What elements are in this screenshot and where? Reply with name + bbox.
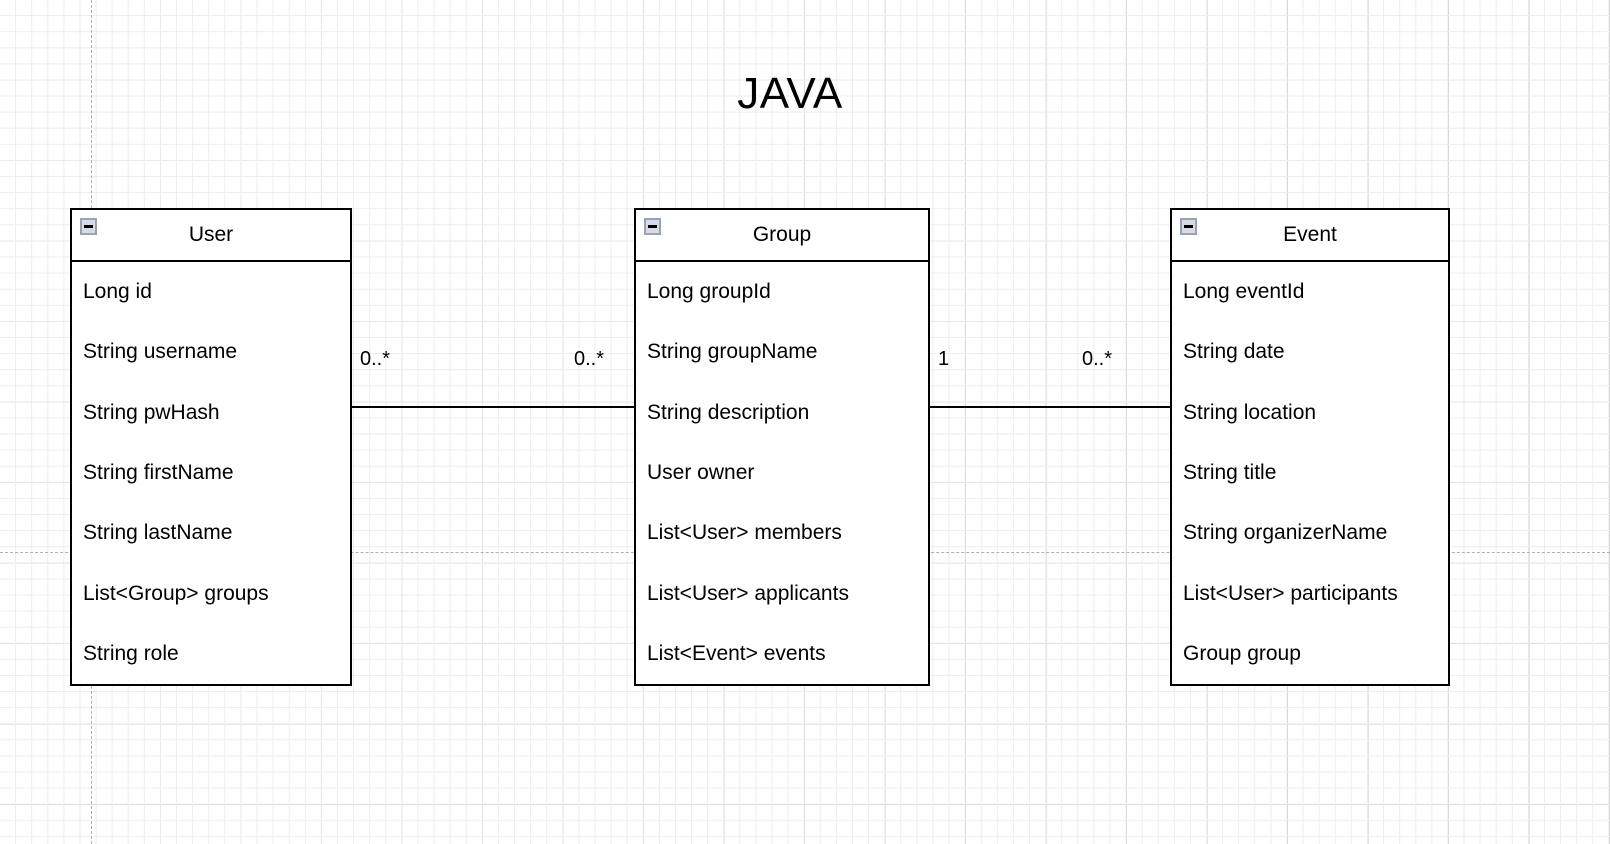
- uml-attribute: Long groupId: [647, 280, 771, 304]
- multiplicity-user-side: 0..*: [360, 348, 391, 370]
- uml-class-name-event: Event: [1283, 223, 1337, 246]
- uml-attribute: Group group: [1183, 641, 1301, 665]
- uml-attribute: String firstName: [83, 460, 234, 484]
- uml-attribute: List<Event> events: [647, 641, 826, 665]
- uml-attribute: Long eventId: [1183, 280, 1305, 304]
- uml-attribute: String pwHash: [83, 400, 220, 424]
- association-line-user-group[interactable]: [352, 406, 634, 408]
- uml-class-name-group: Group: [752, 223, 812, 246]
- multiplicity-event-side: 0..*: [1082, 348, 1113, 370]
- uml-attribute: String title: [1183, 460, 1277, 484]
- uml-attribute: String location: [1183, 400, 1317, 424]
- uml-attribute: String organizerName: [1183, 521, 1388, 545]
- uml-class-user[interactable]: User Long id String username String pwHa…: [70, 208, 352, 686]
- uml-attribute: String description: [647, 400, 810, 424]
- uml-attribute: List<Group> groups: [83, 581, 269, 605]
- multiplicity-group-side-right: 1: [938, 348, 950, 370]
- association-line-group-event[interactable]: [930, 406, 1170, 408]
- diagram-title: JAVA: [737, 69, 843, 118]
- multiplicity-group-side-left: 0..*: [574, 348, 605, 370]
- minus-bar: [1184, 225, 1193, 228]
- uml-class-name-user: User: [188, 223, 234, 246]
- collapse-minus-icon[interactable]: [1180, 218, 1197, 235]
- uml-attribute: List<User> applicants: [647, 581, 849, 605]
- uml-attribute-list-event: Long eventId String date String location…: [1172, 262, 1448, 684]
- collapse-minus-icon[interactable]: [644, 218, 661, 235]
- uml-attribute-list-group: Long groupId String groupName String des…: [636, 262, 928, 684]
- uml-attribute: User owner: [647, 460, 755, 484]
- uml-attribute-list-user: Long id String username String pwHash St…: [72, 262, 350, 684]
- uml-class-header-group: Group: [636, 210, 928, 262]
- uml-class-group[interactable]: Group Long groupId String groupName Stri…: [634, 208, 930, 686]
- uml-attribute: Long id: [83, 280, 152, 304]
- collapse-minus-icon[interactable]: [80, 218, 97, 235]
- minus-bar: [84, 225, 93, 228]
- uml-attribute: String date: [1183, 340, 1285, 364]
- uml-attribute: String lastName: [83, 521, 233, 545]
- uml-class-header-user: User: [72, 210, 350, 262]
- uml-class-event[interactable]: Event Long eventId String date String lo…: [1170, 208, 1450, 686]
- uml-attribute: String groupName: [647, 340, 818, 364]
- uml-attribute: String username: [83, 340, 238, 364]
- uml-attribute: List<User> participants: [1183, 581, 1398, 605]
- uml-class-header-event: Event: [1172, 210, 1448, 262]
- uml-attribute: List<User> members: [647, 521, 842, 545]
- minus-bar: [648, 225, 657, 228]
- uml-attribute: String role: [83, 641, 179, 665]
